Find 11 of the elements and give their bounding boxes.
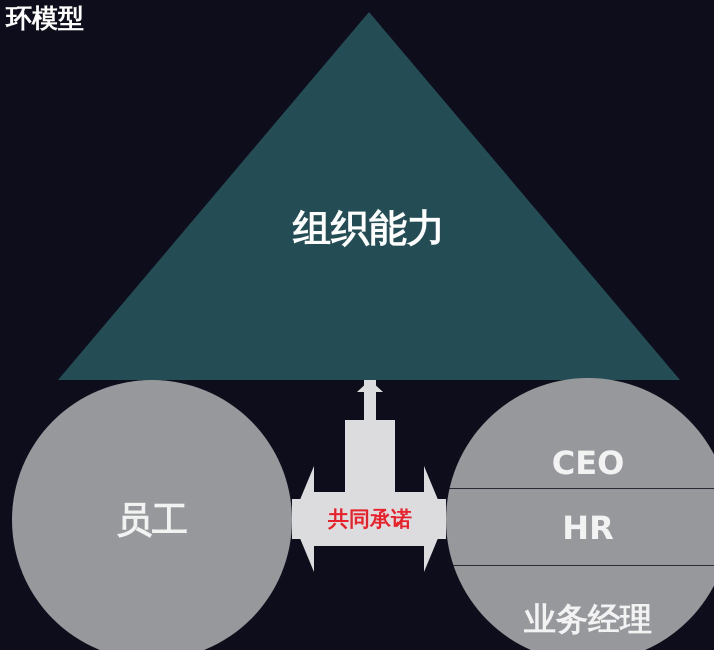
node-label: 共同承诺: [328, 506, 412, 533]
block-arrow: [424, 466, 446, 572]
node-label: 组织能力: [293, 204, 445, 252]
node-label: 业务经理: [524, 598, 652, 640]
node-label: HR: [562, 508, 614, 546]
circle-shape: [446, 378, 714, 650]
block-arrow: [292, 466, 314, 572]
title: 环模型: [4, 3, 85, 36]
block-arrow: [357, 380, 383, 420]
node-label: 员工: [116, 498, 188, 542]
node-label: CEO: [552, 444, 624, 482]
